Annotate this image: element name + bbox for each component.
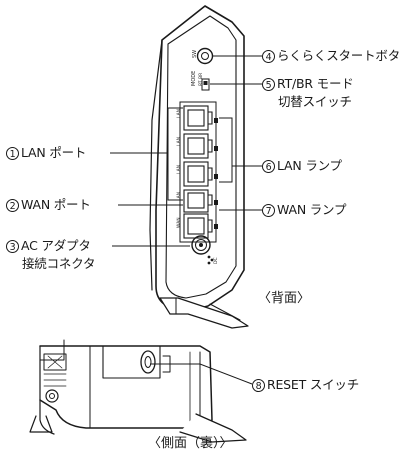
- ac-adapter-connector: [191, 235, 211, 255]
- mode-sub-label: RT BR: [198, 73, 204, 86]
- callout-text-5a: RT/BR モード: [277, 76, 354, 91]
- callout-number-5: 5: [262, 78, 275, 91]
- lan-port-3-label: LAN: [176, 165, 182, 174]
- callout-text-8: RESET スイッチ: [267, 377, 360, 392]
- caption-side: 〈側面（裏）〉: [148, 436, 233, 451]
- wan-lamp: [214, 224, 218, 229]
- callout-number-7: 7: [262, 204, 275, 217]
- lan-port-3: [183, 161, 213, 187]
- easy-start-button: [196, 47, 214, 65]
- callout-number-6: 6: [262, 160, 275, 173]
- callout-mode-switch-line2: 切替スイッチ: [278, 94, 352, 109]
- callout-number-4: 4: [262, 50, 275, 63]
- lan-port-1: [183, 105, 213, 131]
- caption-back: 〈背面〉: [258, 291, 311, 306]
- lan-port-4-label: LAN: [176, 192, 182, 201]
- leader-line-reset: [150, 363, 253, 385]
- callout-text-7: WAN ランプ: [277, 202, 347, 217]
- lan-port-2: [183, 133, 213, 159]
- callout-number-2: 2: [6, 199, 19, 212]
- wan-port: [183, 213, 213, 239]
- lan-port-4: [183, 189, 213, 213]
- mode-label: MODE: [191, 71, 197, 86]
- lan-ports: [183, 105, 213, 213]
- callout-number-1: 1: [6, 147, 19, 160]
- router-side-view: [29, 339, 247, 443]
- callout-text-4: らくらくスタートボタン: [277, 48, 400, 63]
- lan-port-1-label: LAN: [176, 109, 182, 118]
- callout-text-2: WAN ポート: [21, 197, 91, 212]
- router-stand: [159, 297, 249, 329]
- callout-number-3: 3: [6, 240, 19, 253]
- leader-lines: [110, 55, 262, 247]
- lan-lamps: [214, 118, 218, 205]
- lan-port-2-label: LAN: [176, 137, 182, 146]
- wan-port-label: WAN: [176, 217, 182, 228]
- button-label: SW: [192, 50, 198, 58]
- power-label: DC: [213, 257, 219, 264]
- mode-switch: [201, 78, 210, 91]
- callout-text-6: LAN ランプ: [277, 158, 342, 173]
- callout-number-8: 8: [252, 379, 265, 392]
- callout-text-3a: AC アダプタ: [21, 238, 91, 253]
- callout-ac-adapter-line2: 接続コネクタ: [22, 256, 96, 271]
- polarity-icon: [207, 255, 214, 265]
- callout-text-1: LAN ポート: [21, 145, 87, 160]
